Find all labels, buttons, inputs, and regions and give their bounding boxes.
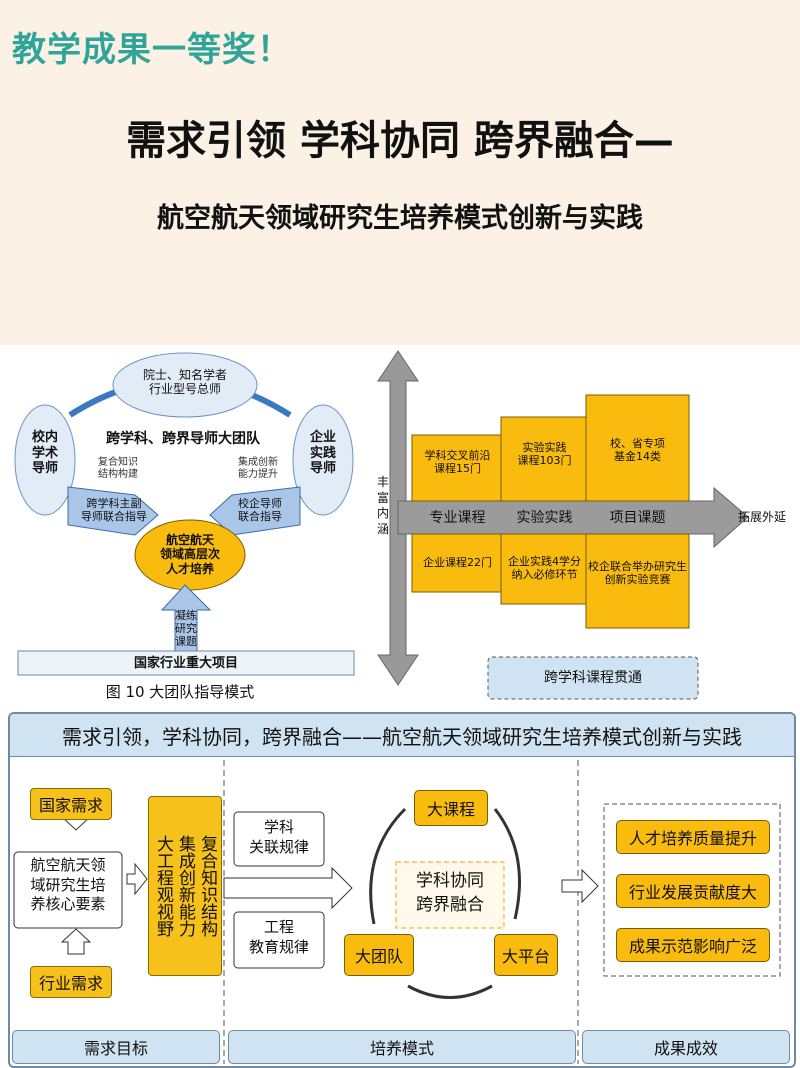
mentor-diagram-shapes (14, 352, 355, 676)
national-need: 国家需求 (30, 788, 112, 820)
result-2: 行业发展贡献度大 (616, 874, 770, 908)
result-3: 成果示范影响广泛 (616, 928, 770, 962)
band-label-3: 项目课题 (609, 510, 666, 526)
left-bubble-text: 校内学术导师 (31, 430, 58, 477)
result-1: 人才培养质量提升 (616, 820, 770, 854)
header-banner (0, 0, 800, 345)
footer-results: 成果成效 (582, 1030, 790, 1064)
top-box-1: 学科交叉前沿 课程15门 (424, 449, 491, 476)
page-subtitle: 航空航天领域研究生培养模式创新与实践 (157, 203, 643, 234)
competency-box: 复合知识结构 集成创新能力 大工程观视野 (148, 796, 222, 976)
center-goal-text: 航空航天领域高层次人才培养 (159, 533, 220, 576)
bottom-box-1: 企业课程22门 (423, 556, 492, 569)
team-label: 跨学科、跨界导师大团队 (106, 431, 260, 447)
industry-need: 行业需求 (30, 966, 112, 998)
top-box-2: 实验实践 课程103门 (517, 441, 572, 468)
up-arrow-text: 凝练研究课题 (175, 609, 197, 649)
right-arrow-text: 校企导师联合指导 (238, 497, 282, 524)
top-box-3: 校、省专项 基金14类 (610, 437, 665, 464)
framework-title: 需求引领，学科协同，跨界融合——航空航天领域研究生培养模式创新与实践 (10, 714, 794, 757)
horizontal-axis-label: 拓展外延 (738, 510, 787, 524)
mentor-team-diagram: 院士、知名学者行业型号总师 校内学术导师 企业实践导师 跨学科、跨界导师大团队 … (0, 345, 368, 707)
core-elements: 航空航天领 域研究生培 养核心要素 (30, 856, 106, 913)
right-bubble-text: 企业实践导师 (309, 430, 336, 477)
award-badge: 教学成果一等奖！ (12, 30, 292, 70)
framework-lines (13, 760, 781, 1064)
top-bubble-text: 院士、知名学者行业型号总师 (142, 368, 227, 397)
footer-goal: 需求目标 (12, 1030, 220, 1064)
bottom-banner: 跨学科课程贯通 (544, 670, 642, 686)
bottom-box-2: 企业实践4学分 纳入必修环节 (508, 555, 581, 582)
course-diagram-shapes (377, 350, 749, 700)
footer-mode: 培养模式 (228, 1030, 576, 1064)
node-team: 大团队 (344, 934, 414, 976)
page-title: 需求引领 学科协同 跨界融合— (126, 118, 674, 164)
law-discipline: 学科 关联规律 (248, 818, 309, 856)
node-center: 学科协同 跨界融合 (416, 871, 484, 915)
figure-caption: 图 10 大团队指导模式 (105, 683, 255, 701)
course-system-diagram: 丰富内涵 拓展外延 学科交叉前沿 课程15门 实验实践 课程103门 校、省专项… (368, 345, 800, 707)
node-platform: 大平台 (494, 934, 558, 976)
right-note: 集成创新能力提升 (238, 457, 278, 480)
band-label-1: 专业课程 (429, 510, 486, 526)
law-engineering: 工程 教育规律 (248, 918, 309, 956)
left-note: 复合知识结构构建 (98, 457, 138, 480)
node-course: 大课程 (414, 790, 488, 826)
band-label-2: 实验实践 (516, 510, 573, 526)
bottom-box-3: 校企联合举办研究生 创新实验竞赛 (588, 560, 687, 587)
framework-panel: 需求引领，学科协同，跨界融合——航空航天领域研究生培养模式创新与实践 国家需求 … (8, 712, 796, 1068)
vertical-axis-label: 丰富内涵 (376, 475, 389, 536)
left-arrow-text: 跨学科主副导师联合指导 (81, 497, 147, 524)
base-label: 国家行业重大项目 (133, 656, 238, 671)
